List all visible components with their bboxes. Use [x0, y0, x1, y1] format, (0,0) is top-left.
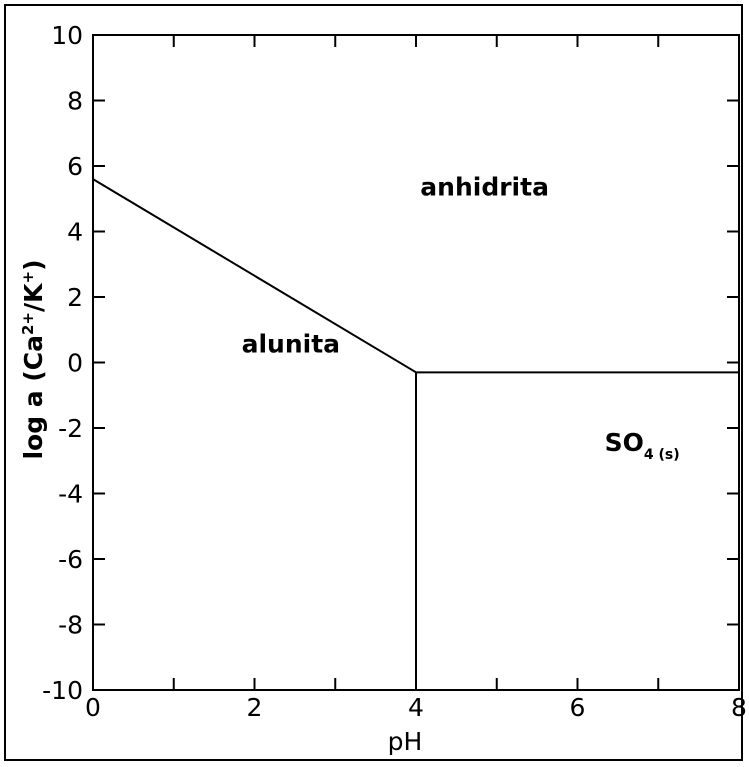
y-title-sup-2: +	[19, 271, 37, 284]
y-tick-label: 4	[67, 218, 83, 247]
region-label-text: alunita	[242, 330, 340, 359]
y-title-sup-1: 2+	[19, 312, 37, 335]
region-label: SO4 (s)	[605, 428, 680, 463]
x-axis-title: pH	[388, 727, 423, 756]
y-tick-label: -10	[42, 676, 83, 705]
y-tick-label: 0	[67, 349, 83, 378]
y-title-middle: /K	[19, 282, 48, 312]
y-tick-label: 10	[51, 21, 83, 50]
boundary-line	[92, 178, 417, 374]
y-tick-label: 8	[67, 87, 83, 116]
region-label-text: SO	[605, 428, 644, 457]
x-tick-label: 2	[247, 693, 263, 722]
region-label: anhidrita	[420, 172, 549, 201]
y-tick-label: -6	[58, 545, 83, 574]
y-title-prefix: log a (Ca	[19, 335, 48, 460]
y-tick-label: 6	[67, 152, 83, 181]
region-label: alunita	[242, 330, 340, 359]
y-tick-label: -8	[58, 611, 83, 640]
x-tick-label: 8	[731, 693, 747, 722]
x-tick-label: 6	[570, 693, 586, 722]
y-tick-label: -4	[58, 480, 83, 509]
boundary-lines	[92, 178, 739, 690]
y-tick-label: 2	[67, 283, 83, 312]
page-frame	[4, 4, 743, 761]
y-tick-label: -2	[58, 414, 83, 443]
y-axis-title: log a (Ca2+/K+)	[19, 259, 48, 459]
y-title-suffix: )	[19, 259, 48, 270]
region-label-text: anhidrita	[420, 172, 549, 201]
x-tick-label: 0	[85, 693, 101, 722]
region-label-subscript: 4 (s)	[644, 447, 680, 463]
x-tick-label: 4	[408, 693, 424, 722]
labels: pH log a (Ca2+/K+)	[19, 259, 422, 756]
ticks: 0 2 4 6 8 10 8 6 4 2 0 -2 -4 -6 -8 -10	[42, 21, 747, 722]
